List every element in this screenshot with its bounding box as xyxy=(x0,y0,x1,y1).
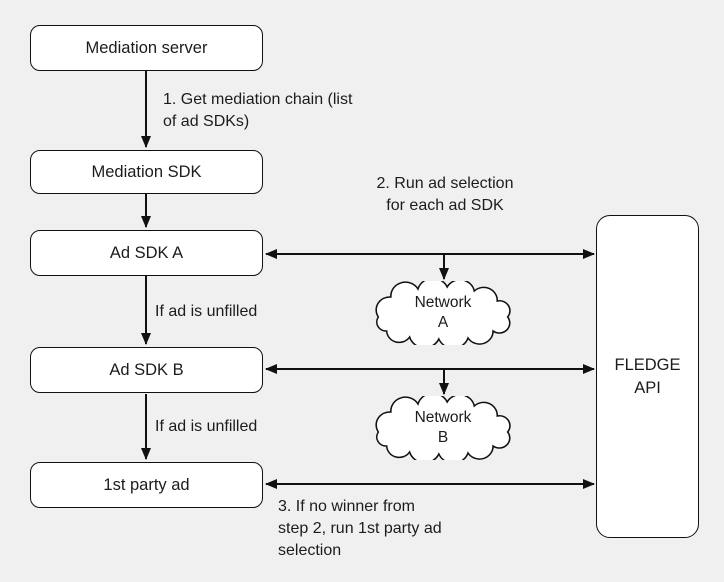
cloud-shape xyxy=(375,392,511,464)
network-b-label: Network B xyxy=(414,409,472,446)
cloud-shape xyxy=(375,277,511,349)
step2-annotation: 2. Run ad selection for each ad SDK xyxy=(376,175,514,214)
if-unfilled-annotation-b: If ad is unfilled xyxy=(155,418,258,435)
mediation-sdk-node: Mediation SDK xyxy=(30,150,263,194)
network-a-label: Network A xyxy=(414,294,472,331)
step1-annotation: 1. Get mediation chain (list of ad SDKs) xyxy=(163,91,353,130)
ad-sdk-a-node: Ad SDK A xyxy=(30,230,263,276)
network-b-cloud: Network B xyxy=(370,392,516,465)
mediation-server-node: Mediation server xyxy=(30,25,263,71)
network-a-cloud: Network A xyxy=(370,277,516,350)
step3-annotation: 3. If no winner from step 2, run 1st par… xyxy=(278,498,442,559)
first-party-ad-node: 1st party ad xyxy=(30,462,263,508)
fledge-api-node: FLEDGE API xyxy=(596,215,699,538)
ad-sdk-b-node: Ad SDK B xyxy=(30,347,263,393)
if-unfilled-annotation-a: If ad is unfilled xyxy=(155,303,258,320)
